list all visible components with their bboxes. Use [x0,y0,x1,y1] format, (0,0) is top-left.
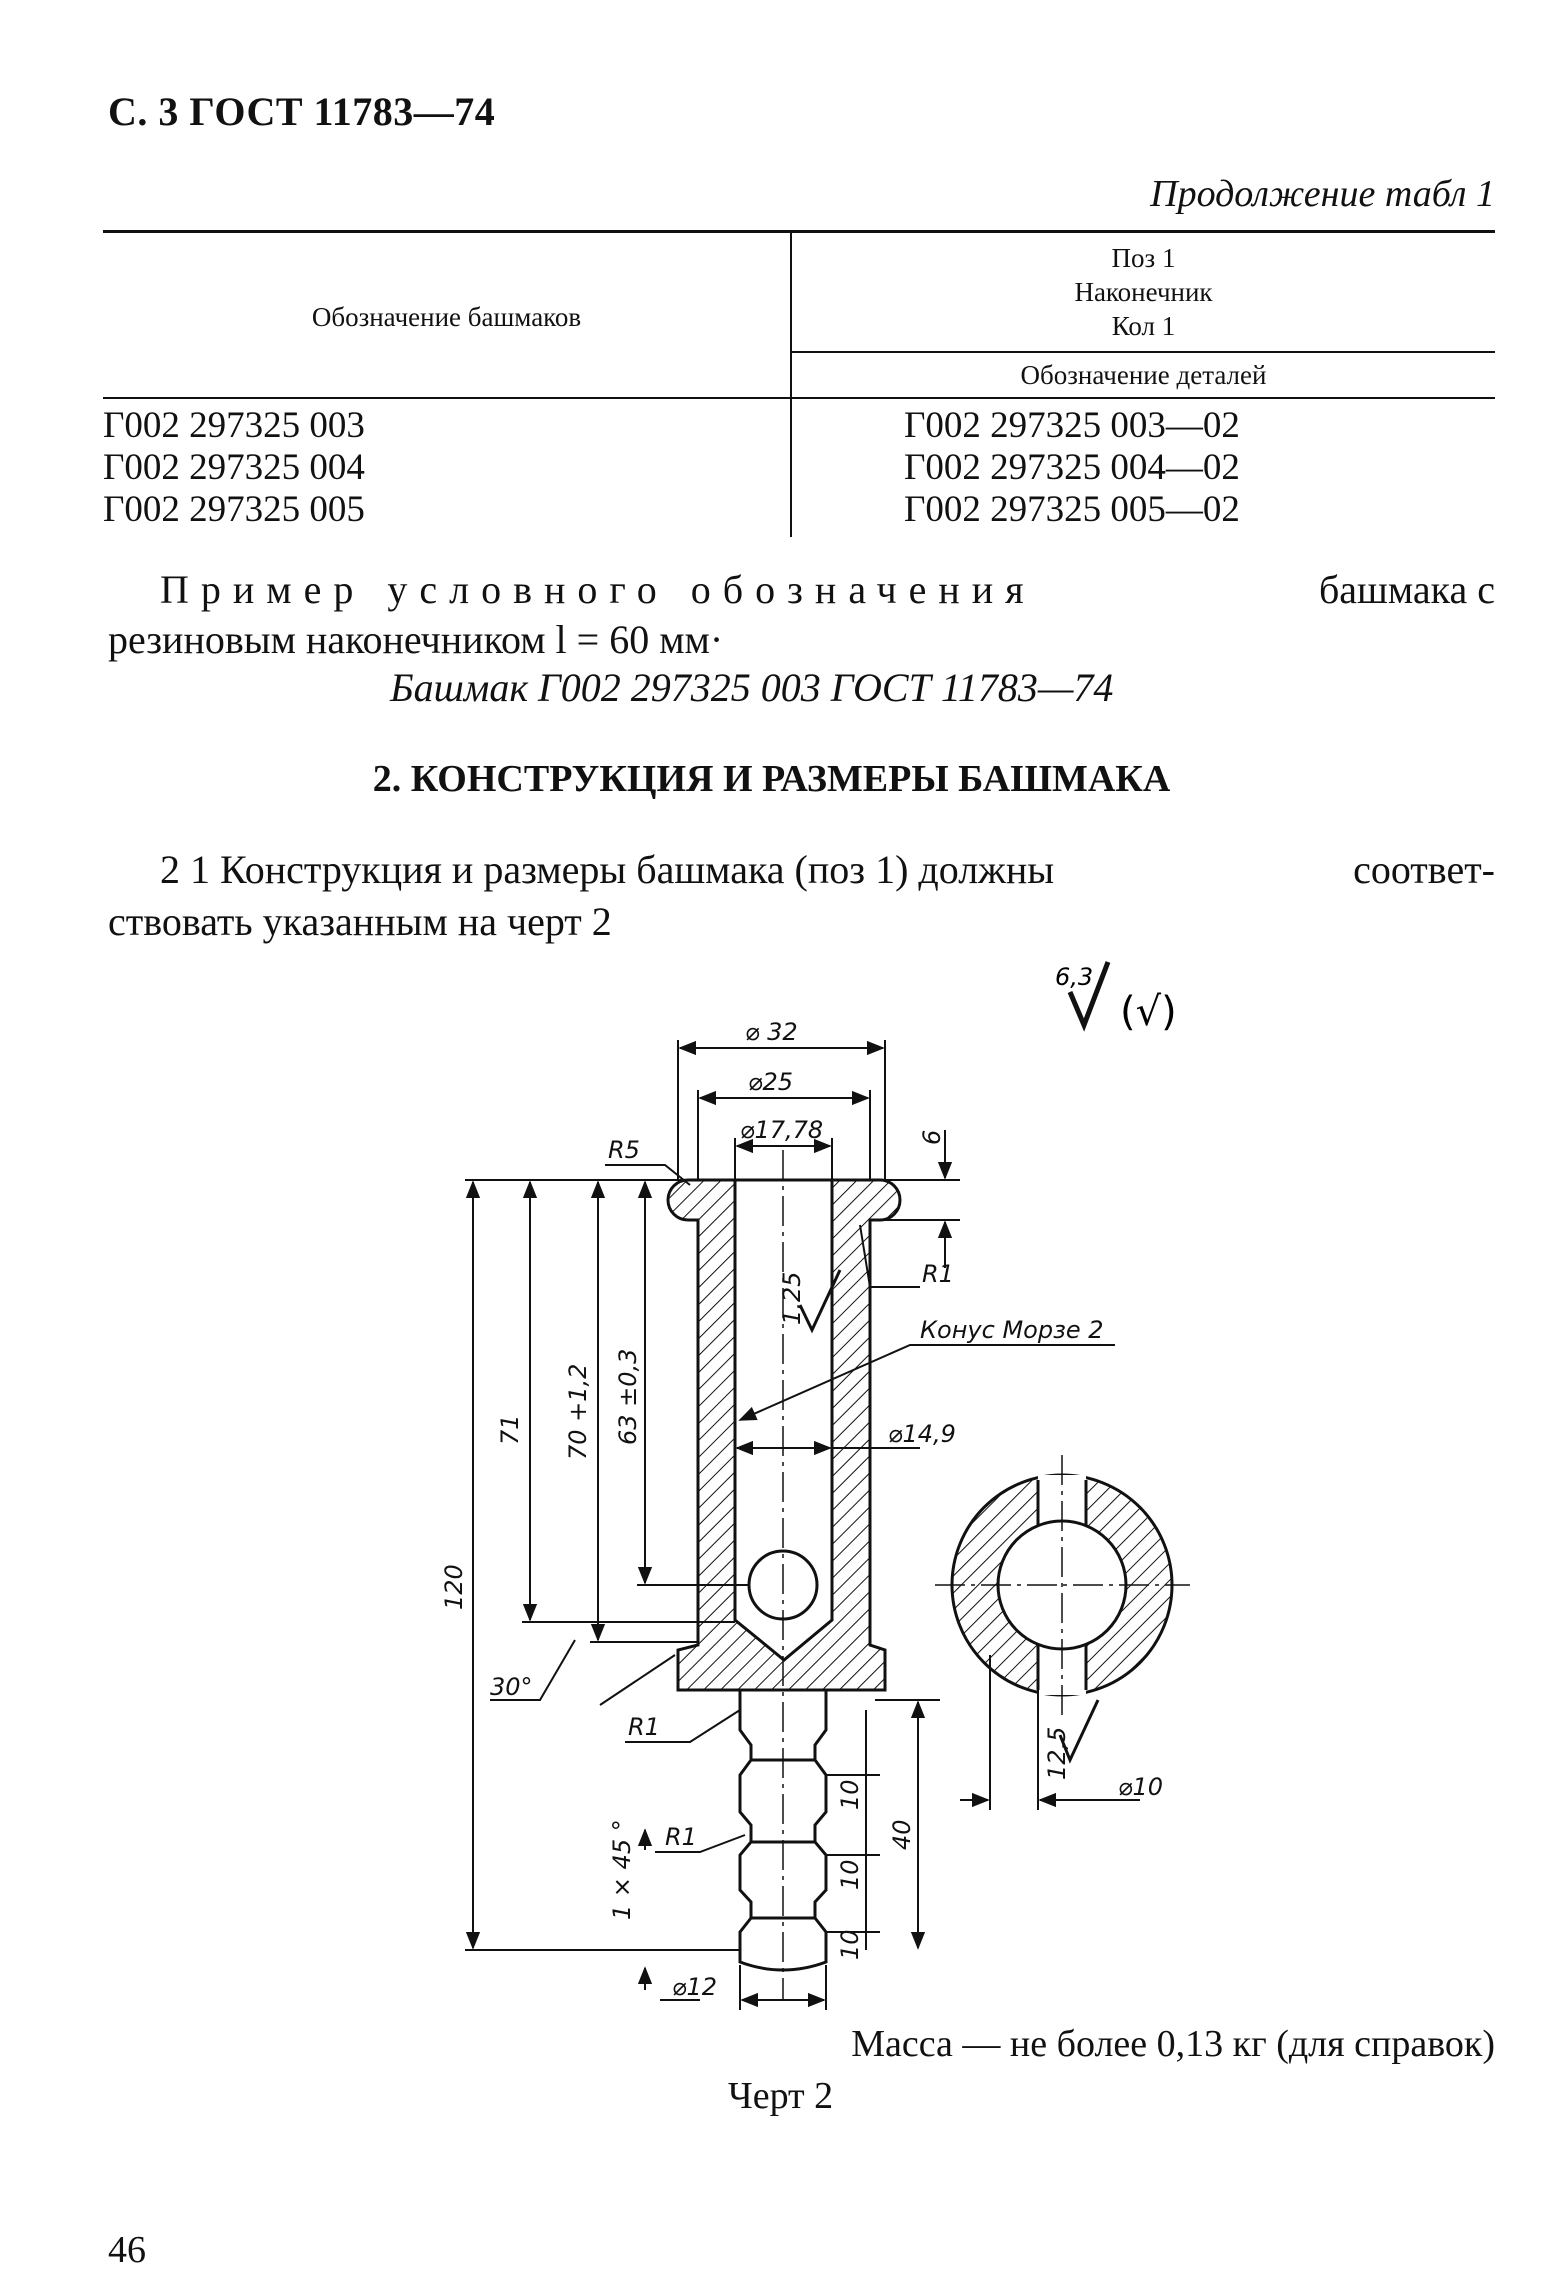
table-row: Г002 297325 004 [103,447,365,488]
svg-text:⌀17,78: ⌀17,78 [740,1116,823,1144]
page-number: 46 [108,2229,146,2271]
table-continuation-caption: Продолжение табл 1 [1150,173,1495,215]
roughness-mark [1058,1699,1100,1764]
col1-header: Обозначение башмаков [311,302,582,332]
svg-text:10: 10 [836,1929,864,1960]
svg-text:6: 6 [918,1130,946,1145]
mass-note: Масса — не более 0,13 кг (для справок) [851,2023,1495,2065]
svg-text:6,3: 6,3 [1055,963,1093,991]
svg-text:⌀ 32: ⌀ 32 [745,1018,798,1046]
svg-text:70 +1,2: 70 +1,2 [564,1364,592,1460]
cross-section-view [935,1455,1190,1715]
svg-text:10: 10 [836,1859,864,1890]
dimension-labels: ⌀ 32 ⌀25 ⌀17,78 R5 6 R1 Конус Морзе 2 ⌀1… [440,1018,1163,2001]
roughness-mark [798,1269,842,1334]
dimension-lines [465,1040,1140,2010]
example-designation: Башмак Г002 297325 003 ГОСТ 11783—74 [390,665,1114,710]
svg-text:R1: R1 [628,1713,660,1741]
table-row: Г002 297325 003 [103,405,365,446]
svg-text:⌀25: ⌀25 [748,1068,793,1096]
svg-text:71: 71 [496,1414,524,1445]
svg-text:⌀10: ⌀10 [1118,1773,1163,1801]
svg-text:R1: R1 [665,1823,697,1851]
roughness-symbol: 6,3 (√) [1055,961,1177,1035]
example-intro: Пример условного обозначения башмака с [160,567,1495,612]
table-cell: Г002 297325 004—02 [790,447,1495,489]
svg-text:1,25: 1,25 [778,1272,806,1325]
svg-text:63 ±0,3: 63 ±0,3 [614,1349,642,1445]
svg-text:R1: R1 [922,1260,954,1288]
svg-text:Конус Морзе 2: Конус Морзе 2 [920,1316,1104,1344]
example-line: резиновым наконечником l = 60 мм· [108,617,724,662]
col2-header: Поз 1 Наконечник Кол 1 [790,231,1495,352]
col2-subheader: Обозначение деталей [790,351,1495,398]
figure-caption: Черт 2 [728,2075,834,2117]
svg-text:30°: 30° [490,1673,533,1701]
table-row: Г002 297325 005 [103,489,365,530]
page-header: С. 3 ГОСТ 11783—74 [108,89,496,134]
svg-text:R5: R5 [608,1136,640,1164]
table-cell: Г002 297325 005—02 [790,489,1495,537]
svg-text:(√): (√) [1120,989,1177,1035]
section-title: 2. КОНСТРУКЦИЯ И РАЗМЕРЫ БАШМАКА [372,758,1171,800]
spec-table: Обозначение башмаков Поз 1 Наконечник Ко… [103,230,1495,537]
svg-text:10: 10 [836,1779,864,1810]
svg-text:⌀14,9: ⌀14,9 [888,1420,956,1448]
svg-text:40: 40 [888,1819,916,1850]
paragraph-line: 2 1 Конструкция и размеры башмака (поз 1… [160,847,1495,892]
svg-text:1 × 45 °: 1 × 45 ° [608,1819,636,1920]
paragraph-line: ствовать указанным на черт 2 [108,899,612,944]
table-cell: Г002 297325 003—02 [790,398,1495,447]
svg-text:⌀12: ⌀12 [672,1973,717,2001]
svg-text:12,5: 12,5 [1043,1727,1071,1780]
svg-text:120: 120 [440,1564,468,1610]
